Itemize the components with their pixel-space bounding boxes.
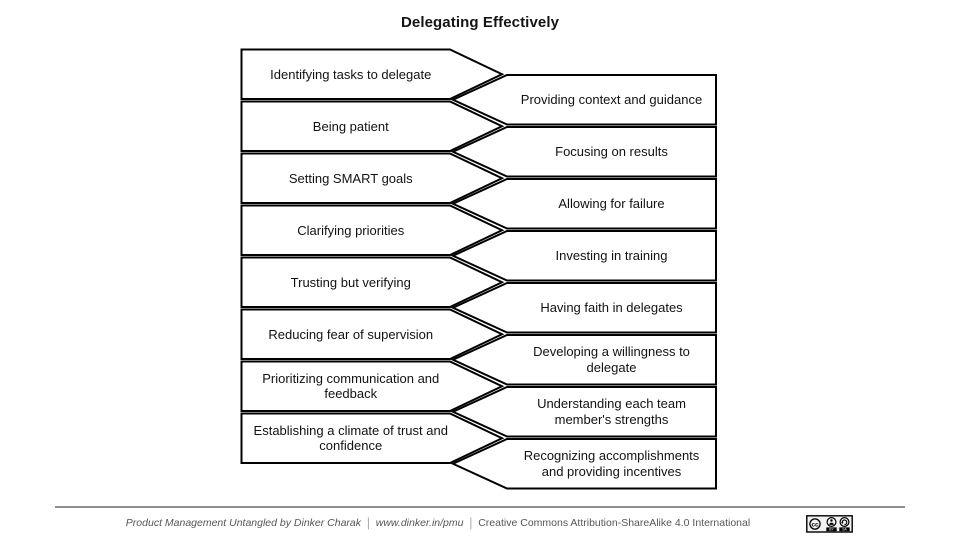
left-item-label: Identifying tasks to delegate [270,66,432,82]
right-item-label: Providing context and guidance [520,92,703,108]
left-arrow-shape [240,256,505,308]
right-item-label: Developing a willingness to delegate [533,344,690,375]
right-arrow-shape [450,334,717,386]
left-item-label: Setting SMART goals [288,170,413,186]
footer: Product Management Untangled by Dinker C… [125,515,751,531]
footer-credit: Product Management Untangled by Dinker C… [125,517,362,529]
sa-arrow-curve-icon [841,519,848,526]
footer-separator: | [367,515,370,531]
right-item-label: Understanding each team member's strengt… [537,396,686,427]
by-person-body-icon [829,522,834,525]
right-arrow-shape [450,386,717,438]
footer-separator: | [469,515,473,531]
left-arrow-shape [240,48,505,100]
footer-url: www.dinker.in/pmu [375,517,464,529]
sa-tag [839,527,850,532]
cc-license-badge: cc BY SA [806,515,853,533]
by-person-icon [826,516,837,528]
left-arrow-shape [240,100,505,152]
left-item-label: Prioritizing communication and feedback [262,370,440,402]
left-item-label: Clarifying priorities [297,222,405,238]
right-arrow-shape [450,438,717,490]
left-arrow-shape [240,308,505,360]
sa-tag-label: SA [842,528,847,532]
sa-arrow-icon [839,516,850,528]
diagram-title: Delegating Effectively [400,14,560,31]
left-item-label: Trusting but verifying [290,274,411,290]
right-arrow-shape [450,126,717,178]
left-arrow-shape [240,152,505,204]
right-item-label: Allowing for failure [558,196,665,212]
right-item-label: Having faith in delegates [540,300,683,316]
left-item-label: Establishing a climate of trust and conf… [253,422,448,454]
right-arrow-shape [450,282,717,334]
right-item-label: Investing in training [555,248,668,264]
right-item-label: Focusing on results [555,144,668,160]
left-item-label: Being patient [312,118,389,134]
right-arrow-shape [450,178,717,230]
left-arrow-shape [240,360,505,412]
cc-logo-icon [809,518,821,530]
left-arrow-shape [240,412,505,464]
left-item-label: Reducing fear of supervision [268,326,434,342]
by-tag-label: BY [829,528,834,532]
left-arrow-shape [240,204,505,256]
right-arrow-shape [450,230,717,282]
sa-arrowhead-icon [841,522,844,525]
footer-divider [55,506,905,508]
footer-license: Creative Commons Attribution-ShareAlike … [478,517,751,529]
right-arrow-shape [450,74,717,126]
by-tag [826,527,837,532]
cc-logo-label: cc [811,521,819,528]
right-item-label: Recognizing accomplishments and providin… [523,448,700,479]
by-person-head-icon [830,519,833,522]
